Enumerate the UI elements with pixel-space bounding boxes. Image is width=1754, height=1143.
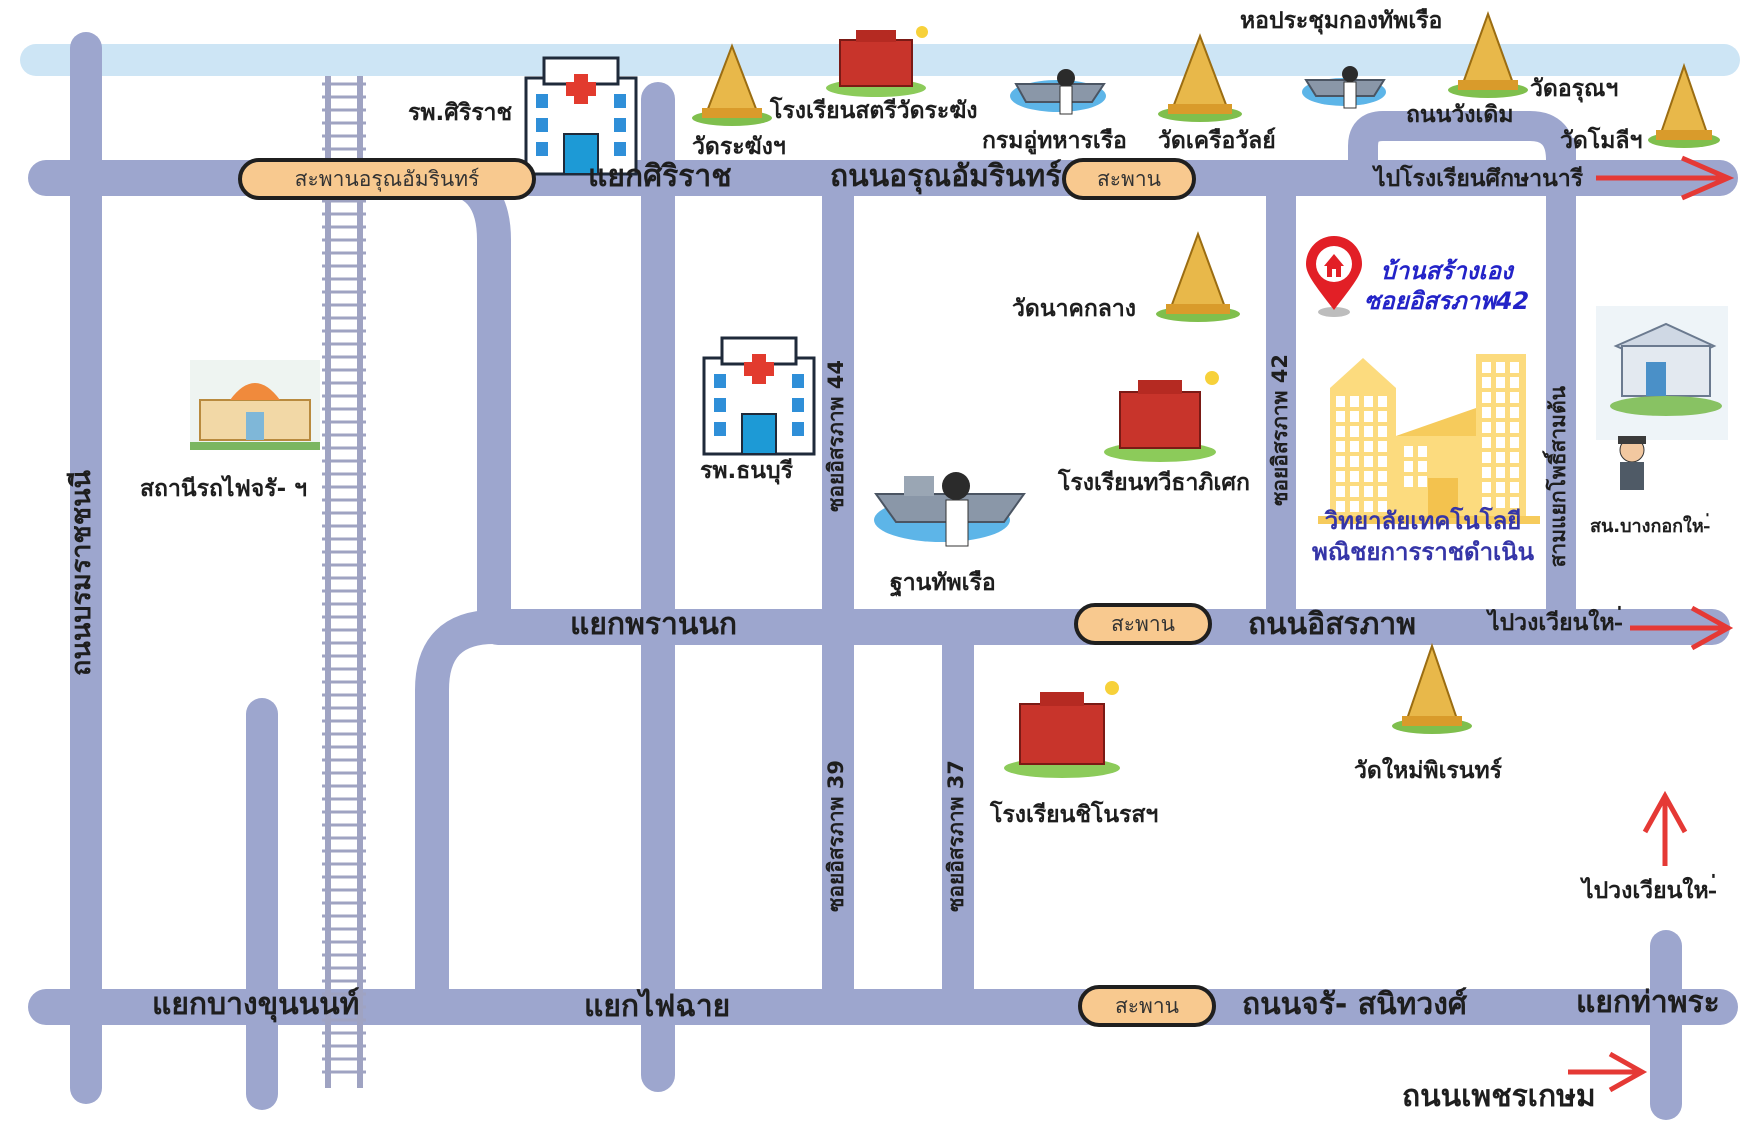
soi-label-42: ซอยอิสรภาพ 42 <box>1268 354 1292 506</box>
college-building-icon <box>1318 354 1540 524</box>
place-wat-rakhang: วัดระฆังฯ <box>692 134 786 160</box>
intersection-bang-khun-non: แยกบางขุนนนท์ <box>152 987 360 1022</box>
bridge-top: สะพาน <box>1062 158 1196 200</box>
temple-icon <box>1648 62 1720 148</box>
road-label-itsaraphap: ถนนอิสรภาพ <box>1248 607 1417 642</box>
place-wat-arun: วัดอรุณฯ <box>1530 76 1619 102</box>
temple-icon <box>1392 642 1472 734</box>
place-chinorot-school: โรงเรียนชิโนรสฯ <box>990 802 1159 828</box>
place-wat-moli: วัดโมลีฯ <box>1560 128 1643 154</box>
place-navy-hall: หอประชุมกองทัพเรือ <box>1240 8 1443 34</box>
bridge-bottom: สะพาน <box>1078 985 1216 1027</box>
navy-ship-icon <box>874 472 1026 547</box>
road-curve-lower <box>415 610 495 1010</box>
school-icon <box>1004 681 1120 778</box>
road-soi37 <box>942 640 974 996</box>
arrow-to-phet-kasem <box>1568 1051 1648 1093</box>
intersection-fai-chai: แยกไฟฉาย <box>584 989 731 1024</box>
intersection-tha-phra: แยกท่าพระ <box>1576 985 1720 1020</box>
police-station-icon <box>1596 306 1728 440</box>
soi-label-44: ซอยอิสรภาพ 44 <box>824 360 848 512</box>
school-icon <box>826 26 928 97</box>
home-label-line1: บ้านสร้างเอง <box>1380 257 1513 285</box>
road-soi42 <box>1266 196 1296 616</box>
arrow-to-suksanaree <box>1596 155 1735 201</box>
railway-station-icon <box>190 360 320 450</box>
hospital-icon <box>524 56 638 176</box>
road-charan-sanitwong <box>28 989 1738 1025</box>
road-side-left <box>246 698 278 1110</box>
intersection-phran-nok: แยกพรานนก <box>570 607 737 642</box>
temple-icon <box>1448 11 1528 98</box>
college-label: วิทยาลัยเทคโนโลยี พณิชยการราชดำเนิน <box>1312 506 1534 568</box>
intersection-sam-yaek-pho-sam-ton: สามแยกโพธิ์สามต้น <box>1546 386 1570 568</box>
road-wang-doem <box>1348 111 1576 176</box>
place-wiset-school: โรงเรียนทวีธาภิเศก <box>1058 470 1250 496</box>
temple-icon <box>1156 231 1240 322</box>
navy-ship-icon <box>1010 69 1106 115</box>
place-wat-nak-klang: วัดนาคกลาง <box>1012 296 1137 322</box>
school-icon <box>1104 371 1219 462</box>
soi-label-37: ซอยอิสรภาพ 37 <box>944 760 968 912</box>
road-label-phet-kasem: ถนนเพชรเกษม <box>1402 1079 1596 1114</box>
home-label-line2: ซอยอิสรภาพ42 <box>1364 287 1530 315</box>
place-to-wongwian-yai-2: ไปวงเวียนให-่ <box>1582 878 1717 904</box>
bridge-arun-amarin: สะพานอรุณอัมรินทร์ <box>238 158 536 200</box>
road-borommaratchachonnani <box>70 32 102 1104</box>
home-label: บ้านสร้างเอง ซอยอิสรภาพ42 <box>1364 256 1529 316</box>
road-label-arun-amarin: ถนนอรุณอัมรินทร์ <box>830 159 1062 194</box>
bridge-mid: สะพาน <box>1074 603 1212 645</box>
police-officer-icon <box>1618 436 1646 490</box>
college-label-line1: วิทยาลัยเทคโนโลยี <box>1324 507 1522 535</box>
place-sri-wat-rakhang-school: โรงเรียนสตรีวัดระฆัง <box>770 98 978 124</box>
place-railway-station: สถานีรถไฟจรั- ฯ <box>140 476 308 502</box>
navy-ship-icon <box>1302 66 1386 109</box>
intersection-siriraj: แยกศิริราช <box>588 159 732 194</box>
place-police-station: สน.บางกอกให-่ <box>1590 516 1710 537</box>
location-pin-icon <box>1306 236 1362 317</box>
hospital-icon <box>702 336 816 456</box>
place-wat-khruawan: วัดเครือวัลย์ <box>1158 128 1276 154</box>
road-tha-phra <box>1650 930 1682 1120</box>
road-soi44-39 <box>822 196 854 996</box>
road-label-charan-sanitwong: ถนนจรั- สนิทวงศ์ <box>1242 987 1467 1022</box>
place-thonburi-hospital: รพ.ธนบุรี <box>700 458 793 484</box>
road-label-wang-doem: ถนนวังเดิม <box>1406 102 1514 128</box>
place-navy-base: ฐานทัพเรือ <box>890 570 996 596</box>
temple-icon <box>692 43 772 126</box>
road-label-borommaratchachonnani: ถนนบรมราชชนนี <box>66 470 97 676</box>
place-to-wongwian-yai-1: ไปวงเวียนให-่ <box>1488 610 1623 636</box>
place-to-suksanaree: ไปโรงเรียนศึกษานารี <box>1374 166 1584 192</box>
soi-label-39: ซอยอิสรภาพ 39 <box>824 760 848 912</box>
temple-icon <box>1158 33 1242 122</box>
railway-track <box>322 76 366 1088</box>
road-sam-yaek <box>1546 138 1576 616</box>
place-wat-mai-phirenthon: วัดใหม่พิเรนทร์ <box>1354 758 1503 784</box>
place-siriraj-hospital: รพ.ศิริราช <box>408 100 513 126</box>
place-naval-dept: กรมอู่ทหารเรือ <box>982 128 1127 154</box>
arrow-to-wongwian-yai-1 <box>1630 605 1734 651</box>
college-label-line2: พณิชยการราชดำเนิน <box>1312 538 1535 567</box>
road-siriraj-vertical <box>641 82 675 1092</box>
road-curve-upper <box>439 161 511 627</box>
arrow-to-wongwian-yai-2 <box>1642 790 1688 866</box>
